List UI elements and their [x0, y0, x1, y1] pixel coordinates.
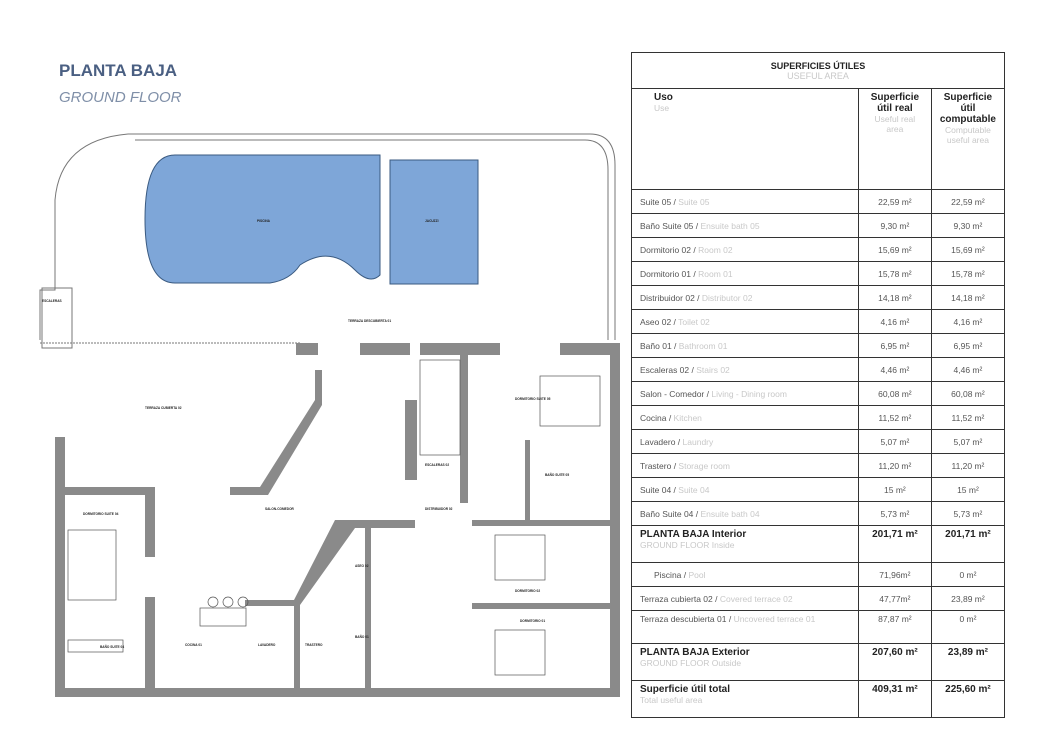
floor-plan: PISCINA JACUZZI TERRAZA DESCUBIERTA 01 T…: [39, 133, 620, 697]
table-row: Terraza cubierta 02 / Covered terrace 02…: [631, 586, 1006, 611]
label-stairs: ESCALERAS 02: [425, 463, 449, 467]
label-pool: PISCINA: [257, 219, 271, 223]
terrace-outline: [39, 133, 616, 340]
label-terrace-open: TERRAZA DESCUBIERTA 01: [348, 319, 391, 323]
page-subtitle: GROUND FLOOR: [59, 89, 182, 106]
label-toilet: ASEO 02: [355, 564, 369, 568]
label-suite05: DORMITORIO SUITE 05: [515, 397, 551, 401]
label-living: SALON-COMEDOR: [265, 507, 295, 511]
label-bath-suite04: BAÑO SUITE 04: [100, 644, 124, 649]
plan-labels: PISCINA JACUZZI TERRAZA DESCUBIERTA 01 T…: [42, 219, 569, 649]
label-terrace-covered: TERRAZA CUBIERTA 02: [145, 406, 182, 410]
label-exterior-stairs: ESCALERAS: [42, 299, 62, 303]
label-kitchen: COCINA 01: [185, 643, 202, 647]
label-laundry: LAVADERO: [258, 643, 276, 647]
label-suite04: DORMITORIO SUITE 04: [83, 512, 119, 516]
table-row: Terraza descubierta 01 / Uncovered terra…: [631, 610, 1006, 644]
pool: [144, 154, 381, 284]
label-bath-suite05: BAÑO SUITE 05: [545, 472, 569, 477]
label-room01: DORMITORIO 01: [520, 619, 545, 623]
walls: [55, 343, 620, 697]
label-distributor: DISTRIBUIDOR 02: [425, 507, 453, 511]
page-title: PLANTA BAJA: [59, 61, 178, 80]
label-jacuzzi: JACUZZI: [425, 219, 439, 223]
label-room02: DORMITORIO 02: [515, 589, 540, 593]
jacuzzi: [389, 159, 479, 285]
label-bath01: BAÑO 01: [355, 634, 369, 639]
label-storage: TRASTERO: [305, 643, 323, 647]
